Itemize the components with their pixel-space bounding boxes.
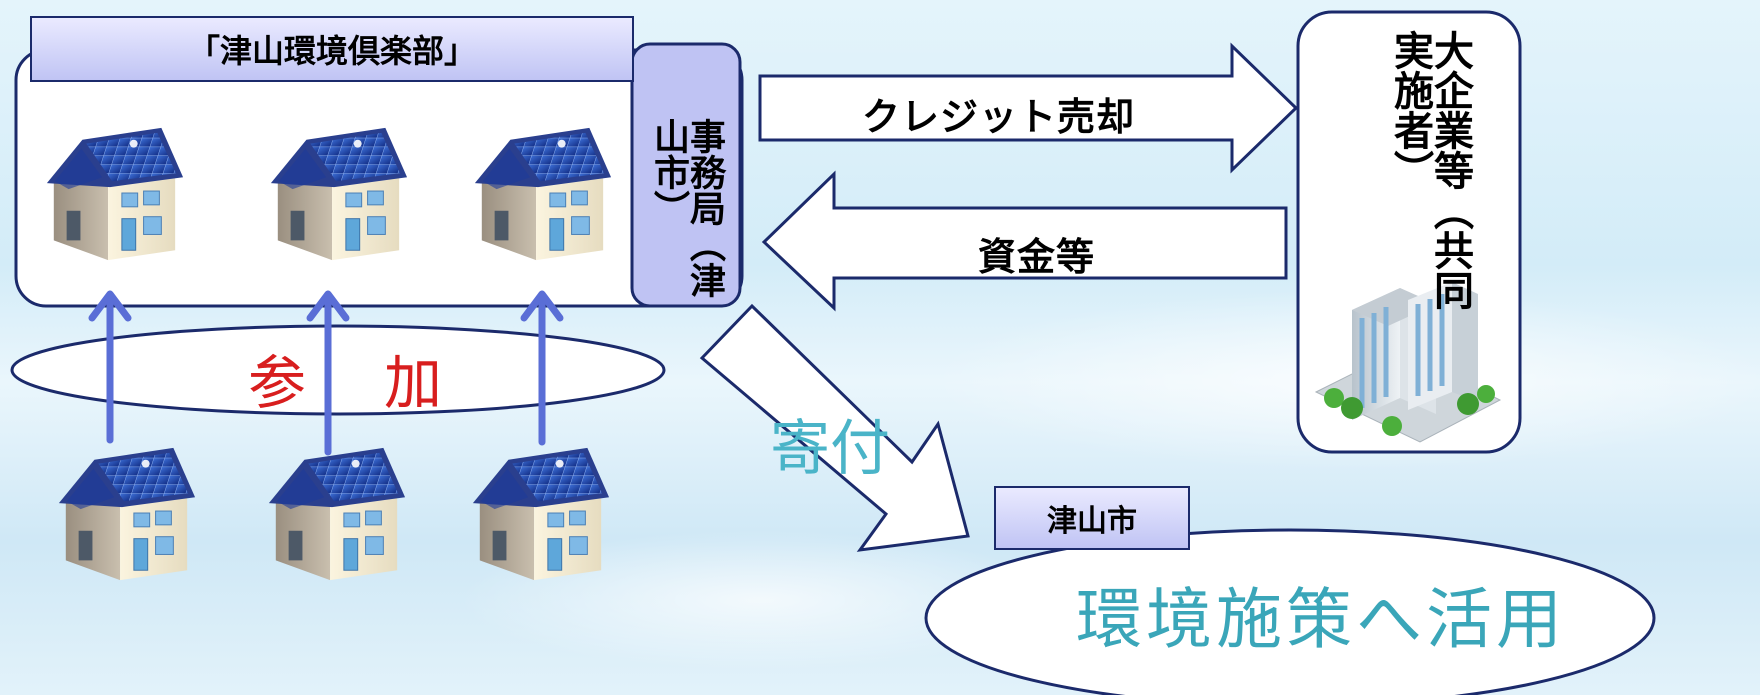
city-ellipse [924,528,1656,695]
participation-label: 参加 [248,349,521,417]
solar-house-icon [58,447,196,581]
join-arrows [88,290,564,456]
secretariat-label: 事務局（津山市） [648,118,725,298]
city-label: 津山市 [1047,504,1137,539]
enterprise-label: 大企業等（共同実施者） [1387,30,1473,310]
club-title: 「津山環境倶楽部」 [187,32,476,70]
credit-sale-label: クレジット売却 [862,95,1136,139]
office-building-icon [1314,282,1502,443]
solar-house-icon [268,447,406,581]
city-label-box: 津山市 [994,486,1190,550]
participation-ellipse [10,324,666,416]
funds-label: 資金等 [978,235,1096,279]
environment-use-label: 環境施策へ活用 [1076,581,1566,658]
funds-arrow [761,170,1288,312]
credit-sale-arrow [758,42,1299,174]
secretariat-box [630,42,742,308]
donation-label: 寄付 [770,414,890,484]
donation-arrow [699,303,970,552]
solar-house-icon [472,447,610,581]
club-title-box: 「津山環境倶楽部」 [30,16,634,82]
